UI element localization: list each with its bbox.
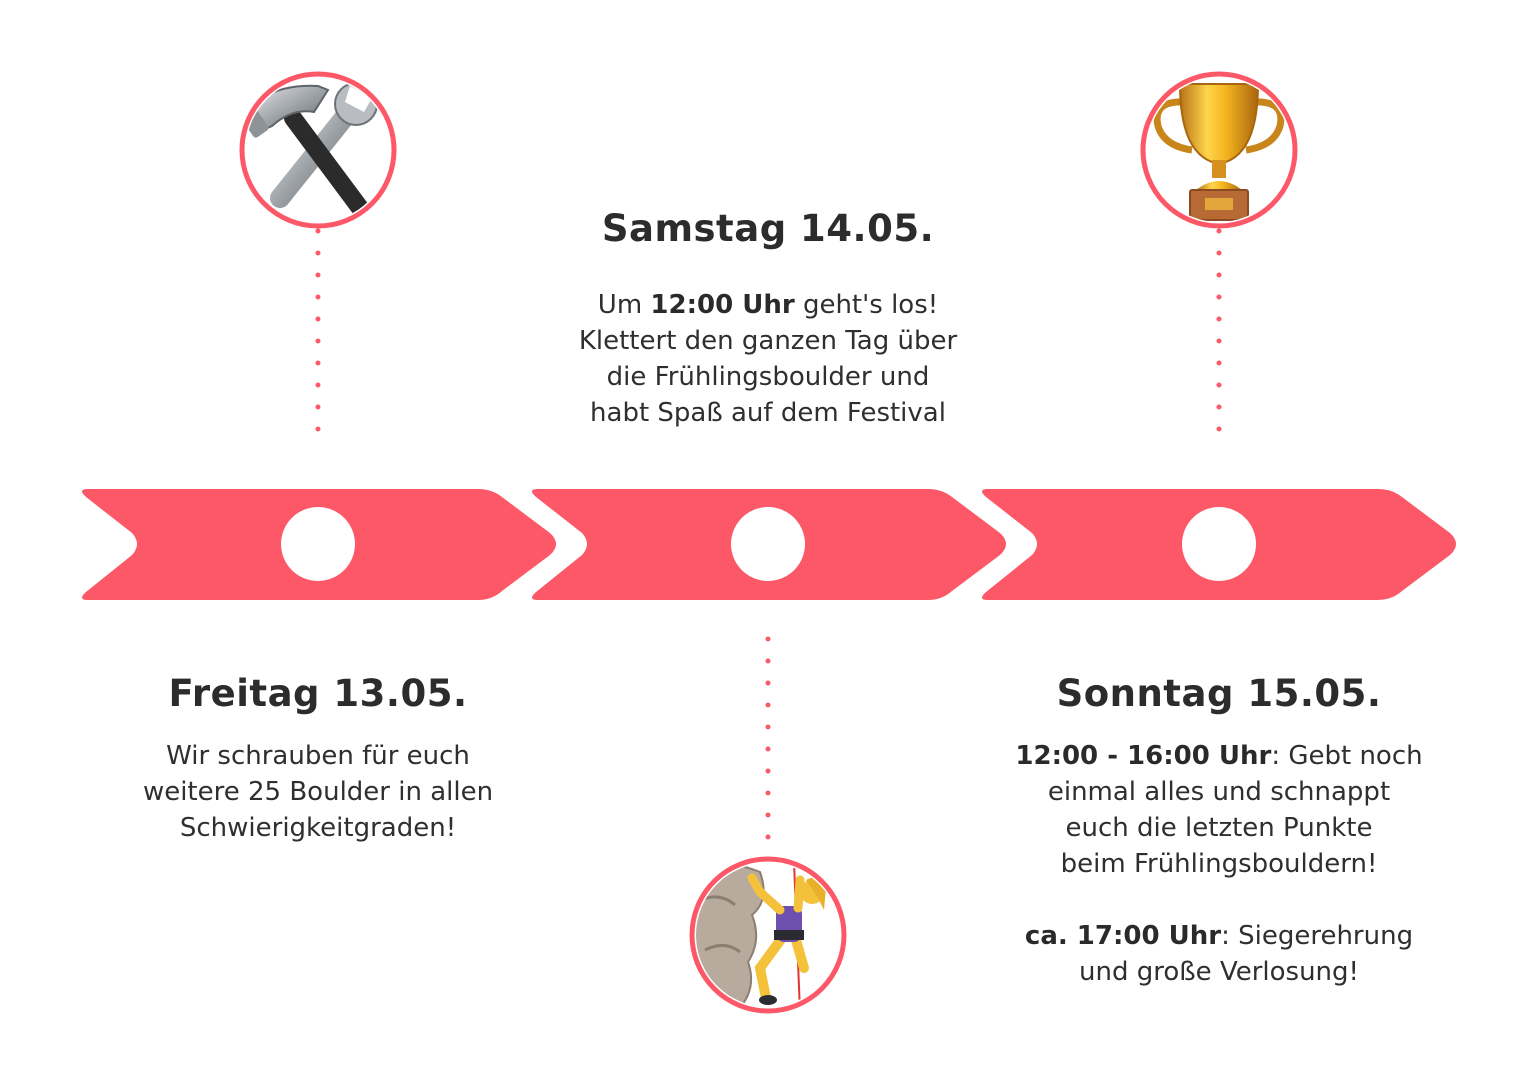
saturday-description-line: Klettert den ganzen Tag über: [578, 326, 958, 356]
sunday-time-range: 12:00 - 16:00 Uhr: [1015, 741, 1272, 771]
timeline-dot-sunday: [1182, 507, 1256, 581]
friday-description-line: Schwierigkeitgraden!: [179, 813, 457, 843]
sunday-description-line: einmal alles und schnappt: [1047, 777, 1391, 807]
saturday-description-line: habt Spaß auf dem Festival: [590, 398, 946, 428]
sunday-description-line: und große Verlosung!: [1079, 957, 1359, 987]
woman-climbing-icon: [689, 856, 847, 1014]
timeline-dot-friday: [281, 507, 355, 581]
timeline-dot-saturday: [731, 507, 805, 581]
hammer-and-wrench-icon: [239, 71, 397, 229]
sunday-ceremony-time: ca. 17:00 Uhr: [1024, 921, 1222, 951]
saturday-intro-line: Um 12:00 Uhr geht's los!: [518, 287, 1018, 323]
sunday-block1-text: : Gebt noch: [1271, 741, 1423, 771]
sunday-description-line: euch die letzten Punkte: [1065, 813, 1373, 843]
saturday-intro-suffix: geht's los!: [794, 290, 939, 320]
sunday-heading: Sonntag 15.05.: [1056, 672, 1382, 715]
saturday-description-line: die Frühlingsboulder und: [606, 362, 930, 392]
paragraph-gap: [969, 882, 1469, 918]
saturday-description: Um 12:00 Uhr geht's los! Klettert den ga…: [518, 287, 1018, 431]
sunday-block2-line: ca. 17:00 Uhr: Siegerehrung: [969, 918, 1469, 954]
saturday-heading: Samstag 14.05.: [601, 207, 935, 250]
sunday-block2-text: : Siegerehrung: [1221, 921, 1414, 951]
sunday-description-line: beim Frühlingsbouldern!: [1060, 849, 1378, 879]
trophy-icon: [1140, 71, 1298, 229]
saturday-start-time: 12:00 Uhr: [650, 290, 795, 320]
friday-heading: Freitag 13.05.: [168, 672, 468, 715]
sunday-block1-line: 12:00 - 16:00 Uhr: Gebt noch: [969, 738, 1469, 774]
saturday-intro-text: Um: [597, 290, 651, 320]
friday-description-line: Wir schrauben für euch: [166, 741, 470, 771]
sunday-description: 12:00 - 16:00 Uhr: Gebt noch einmal alle…: [969, 738, 1469, 990]
friday-description: Wir schrauben für euch weitere 25 Boulde…: [68, 738, 568, 846]
friday-description-line: weitere 25 Boulder in allen: [142, 777, 494, 807]
